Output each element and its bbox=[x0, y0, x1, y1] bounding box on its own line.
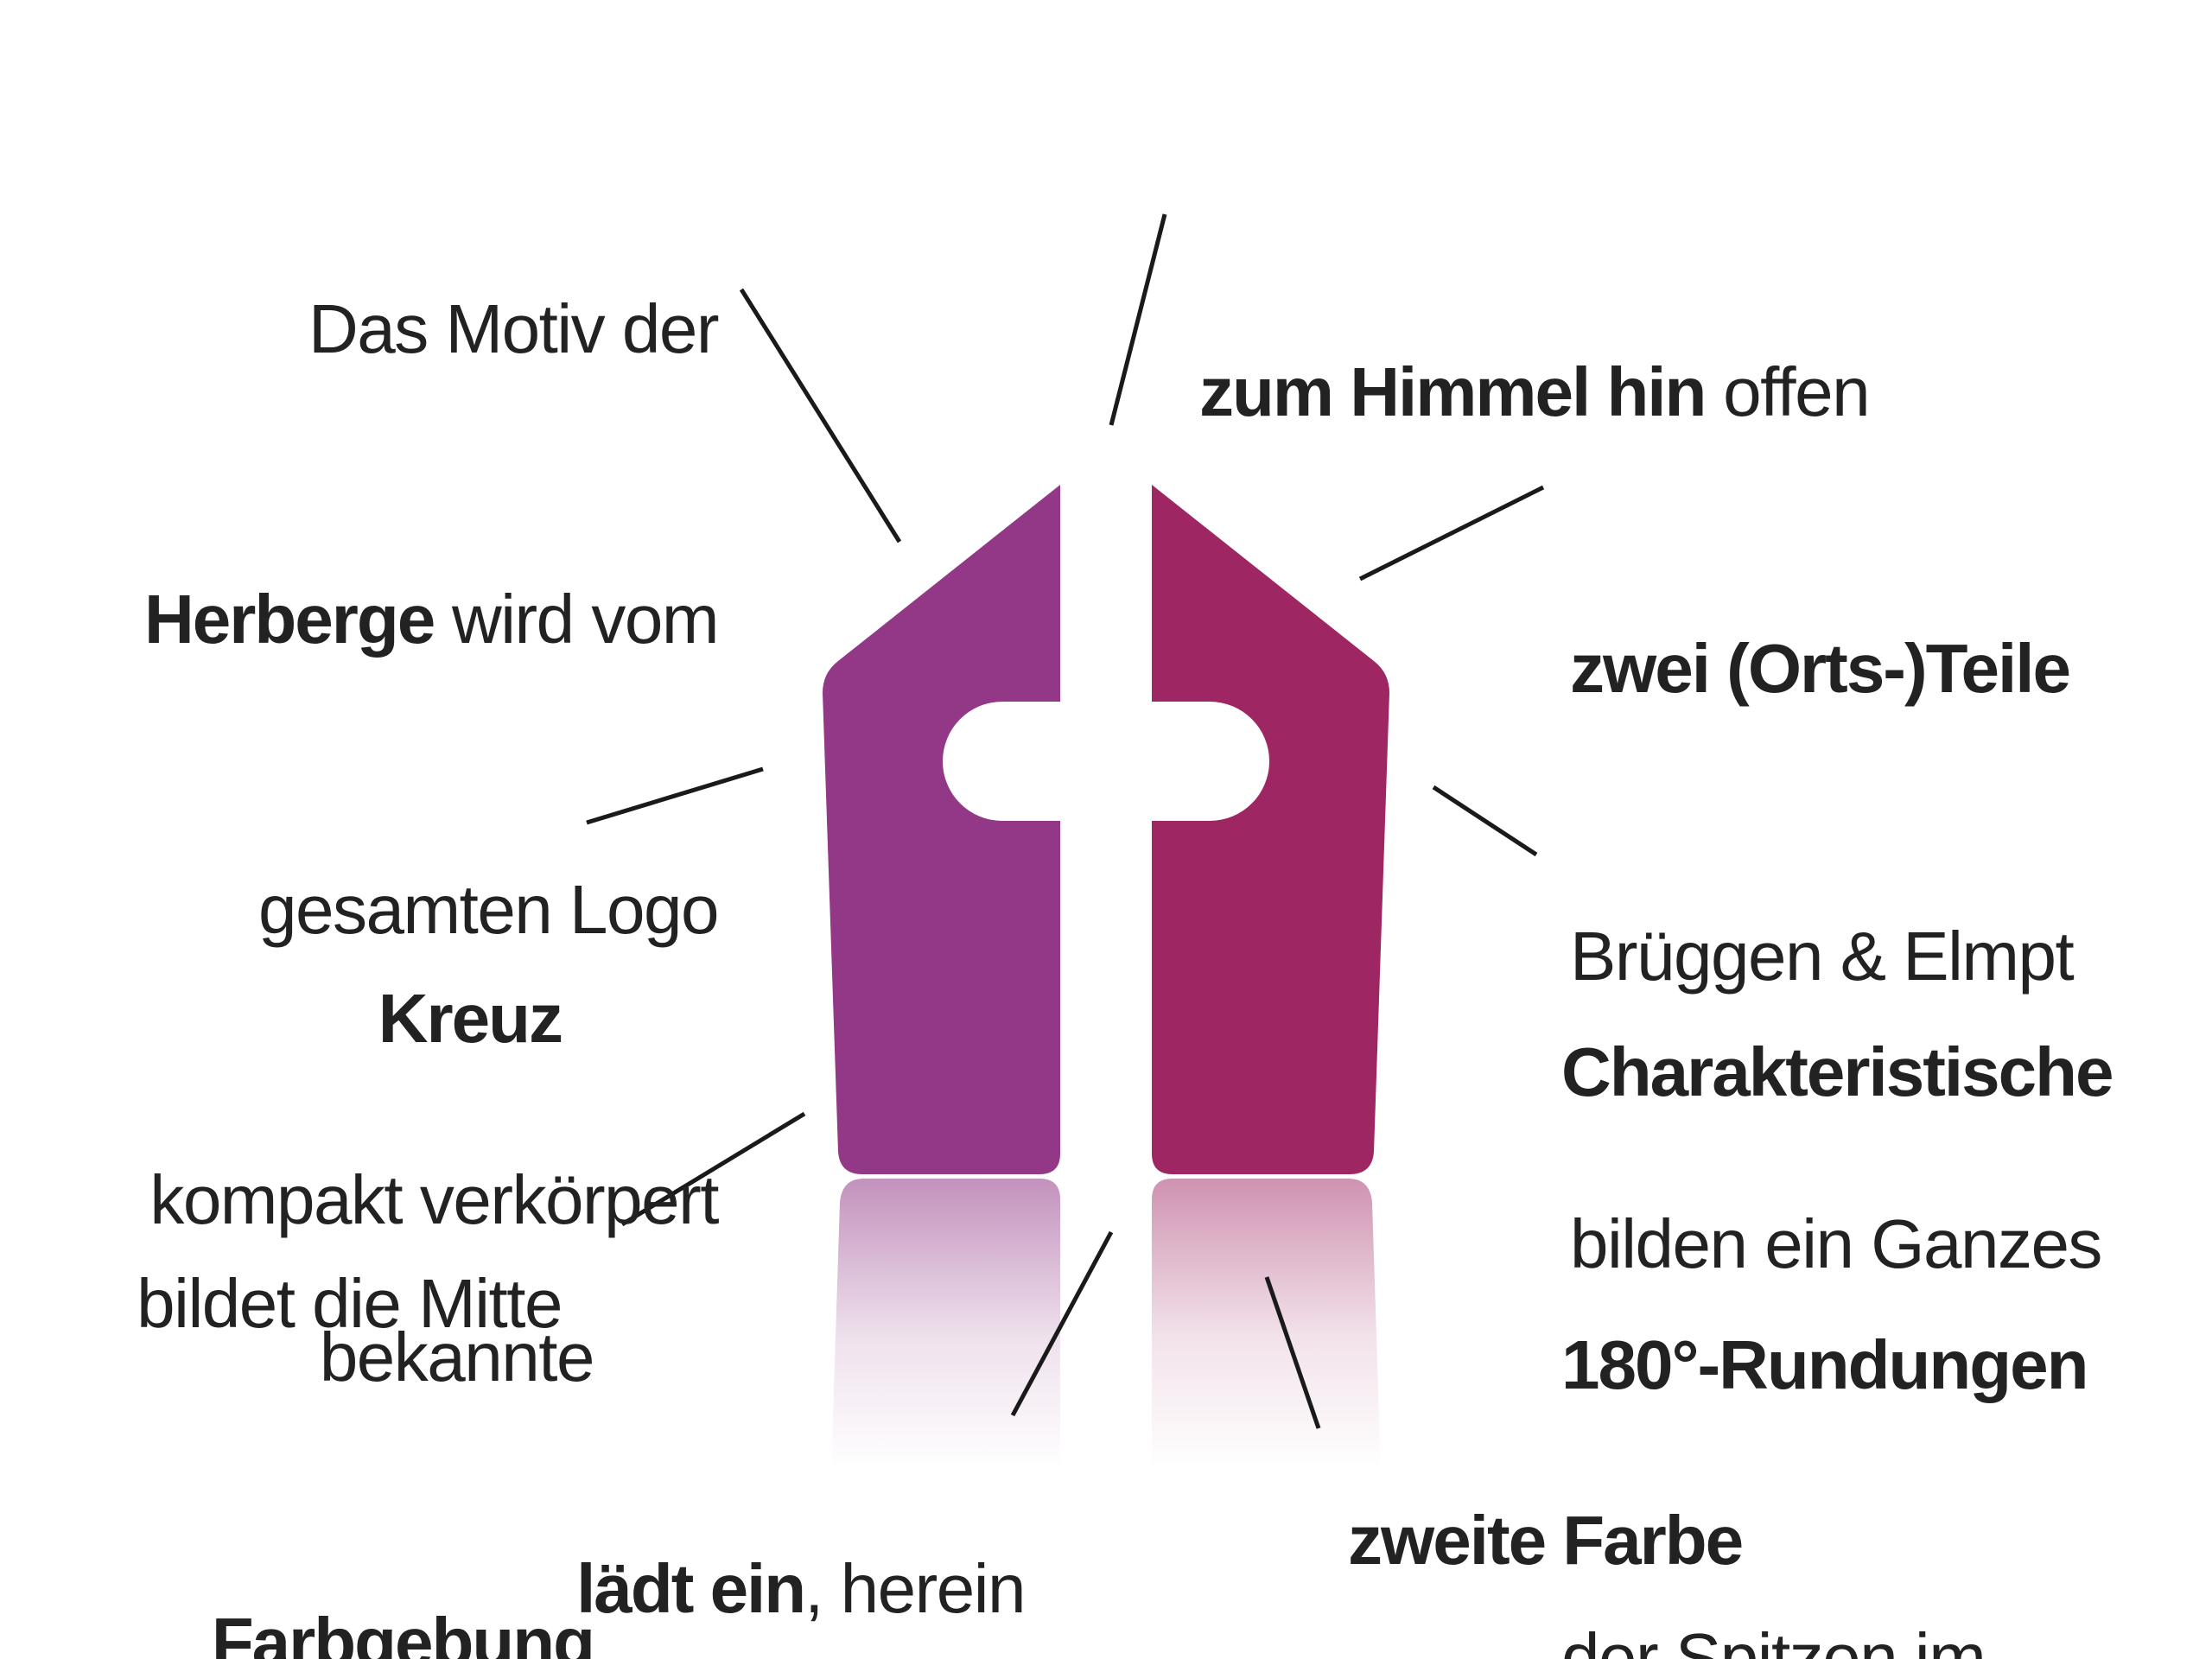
annotation-herberge: Das Motiv der Herberge wird vom gesamten… bbox=[143, 87, 720, 1442]
annotation-text: kompakt verkörpert bbox=[149, 1161, 719, 1238]
annotation-text: bildet die Mitte bbox=[137, 1265, 563, 1342]
annotation-keyword: Farbgebung bbox=[211, 1604, 595, 1659]
right-reflection bbox=[1152, 1179, 1381, 1469]
house-left-half-icon bbox=[823, 485, 1060, 1174]
annotation-keyword: Kreuz bbox=[378, 980, 563, 1057]
annotation-text: bilden ein Ganzes bbox=[1570, 1205, 2102, 1282]
annotation-text: wird vom bbox=[434, 581, 720, 658]
annotation-himmel: zum Himmel hin offen bbox=[1199, 150, 1871, 634]
annotation-text: gesamten Logo bbox=[257, 871, 720, 948]
leader-lines bbox=[586, 213, 1545, 1429]
annotation-text: der Spitzen im bbox=[1561, 1619, 1986, 1659]
annotation-keyword: zum Himmel hin bbox=[1199, 353, 1707, 430]
annotation-text: bekannte bbox=[319, 1319, 595, 1395]
annotation-rundungen: Charakteristische 180°-Rundungen der Spi… bbox=[1561, 828, 2113, 1659]
annotation-text: , herein bbox=[804, 1550, 1026, 1627]
logo-reflection bbox=[831, 1179, 1381, 1469]
annotation-zweite-farbe: zweite Farbe für zusätzliche Dynamik bbox=[1348, 1296, 2066, 1659]
house-right-half-icon bbox=[1152, 485, 1389, 1174]
leader-line-himmel bbox=[1109, 213, 1167, 426]
annotation-text: Brüggen & Elmpt bbox=[1570, 918, 2075, 995]
leader-line-rundungen bbox=[1432, 785, 1538, 857]
annotation-teile: zwei (Orts-)Teile Brüggen & Elmpt bilden… bbox=[1570, 429, 2102, 1484]
annotation-keyword: Herberge bbox=[143, 581, 435, 658]
cross-cutout-icon bbox=[943, 467, 1269, 1192]
annotation-keyword: zwei (Orts-)Teile bbox=[1570, 630, 2071, 707]
annotation-kreuz: Kreuz bildet die Mitte bbox=[137, 781, 563, 1541]
annotation-text: Das Motiv der bbox=[308, 290, 719, 367]
annotation-text: offen bbox=[1705, 353, 1870, 430]
leader-line-farbgebung bbox=[620, 1111, 806, 1227]
leader-line-teile bbox=[1358, 485, 1545, 582]
annotation-keyword: lädt ein bbox=[576, 1550, 806, 1627]
leader-line-zweite-farbe bbox=[1264, 1276, 1321, 1429]
left-reflection bbox=[831, 1179, 1060, 1469]
annotation-farbgebung: bekannte Farbgebung bbox=[211, 1120, 595, 1659]
annotation-einladung: lädt ein, herein zu kommen bbox=[576, 1349, 1026, 1659]
leader-line-kreuz bbox=[586, 766, 764, 825]
leader-line-herberge bbox=[739, 288, 902, 543]
leader-line-einladung bbox=[1010, 1230, 1114, 1417]
annotation-keyword: zweite Farbe bbox=[1348, 1502, 1744, 1579]
annotation-keyword: 180°-Rundungen bbox=[1561, 1326, 2088, 1403]
annotation-keyword: Charakteristische bbox=[1561, 1033, 2113, 1110]
